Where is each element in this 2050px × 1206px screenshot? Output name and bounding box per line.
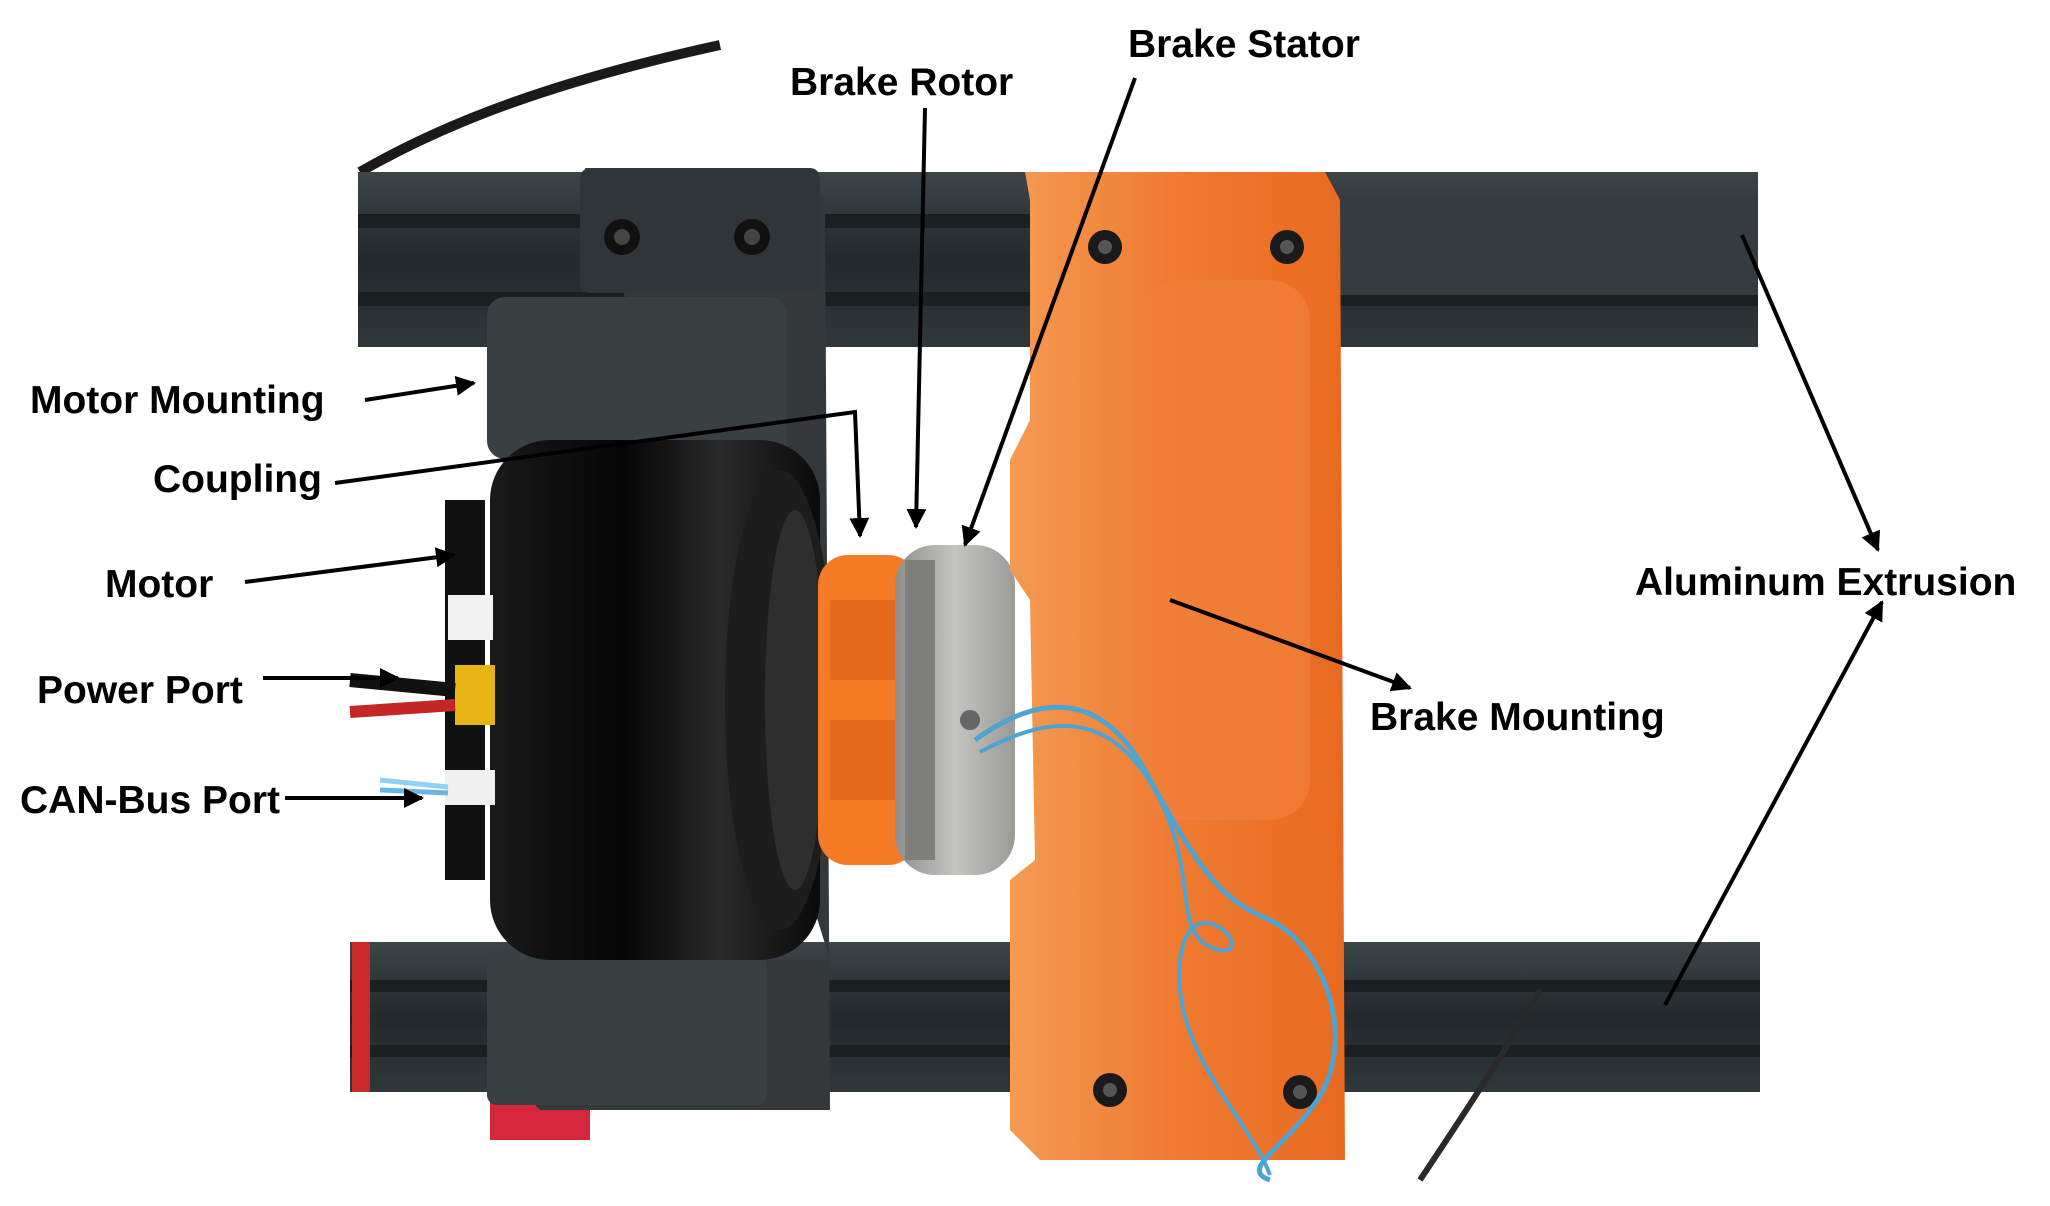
motor-body [349, 440, 835, 960]
label-motor-mounting: Motor Mounting [30, 379, 325, 422]
label-brake-mounting: Brake Mounting [1370, 696, 1665, 739]
label-can-bus-port: CAN-Bus Port [20, 779, 280, 822]
label-motor: Motor [105, 563, 213, 606]
arrow-brake-mounting [1169, 598, 1412, 692]
arrow-brake-stator [961, 77, 1137, 547]
label-coupling: Coupling [153, 458, 322, 501]
annotation-arrows [244, 77, 1884, 1006]
bottom-cable [1417, 988, 1543, 1182]
top-cable [357, 40, 722, 177]
label-aluminum-extrusion: Aluminum Extrusion [1635, 561, 2016, 604]
brake-assembly [895, 545, 1015, 875]
motor-mounting-part [487, 168, 830, 1110]
arrow-coupling [334, 409, 870, 538]
annotation-labels: Brake Rotor Brake Stator Motor Mounting … [20, 23, 2016, 822]
photo [349, 40, 1760, 1183]
label-brake-stator: Brake Stator [1128, 23, 1360, 66]
label-power-port: Power Port [37, 669, 243, 712]
brake-mounting-part [1010, 172, 1345, 1160]
arrow-aluminum-extrusion-bottom [1663, 600, 1884, 1006]
arrow-aluminum-extrusion-top [1740, 234, 1881, 552]
motor-connector-top [448, 595, 493, 640]
arrow-motor-mounting [364, 375, 476, 402]
power-port-connector [455, 665, 495, 725]
label-brake-rotor: Brake Rotor [790, 61, 1013, 104]
brake-wire [973, 704, 1338, 1183]
arrow-motor [244, 547, 456, 584]
arrow-brake-rotor [906, 107, 927, 529]
can-bus-connector [445, 770, 495, 805]
brake-wire-2 [979, 723, 1272, 1176]
